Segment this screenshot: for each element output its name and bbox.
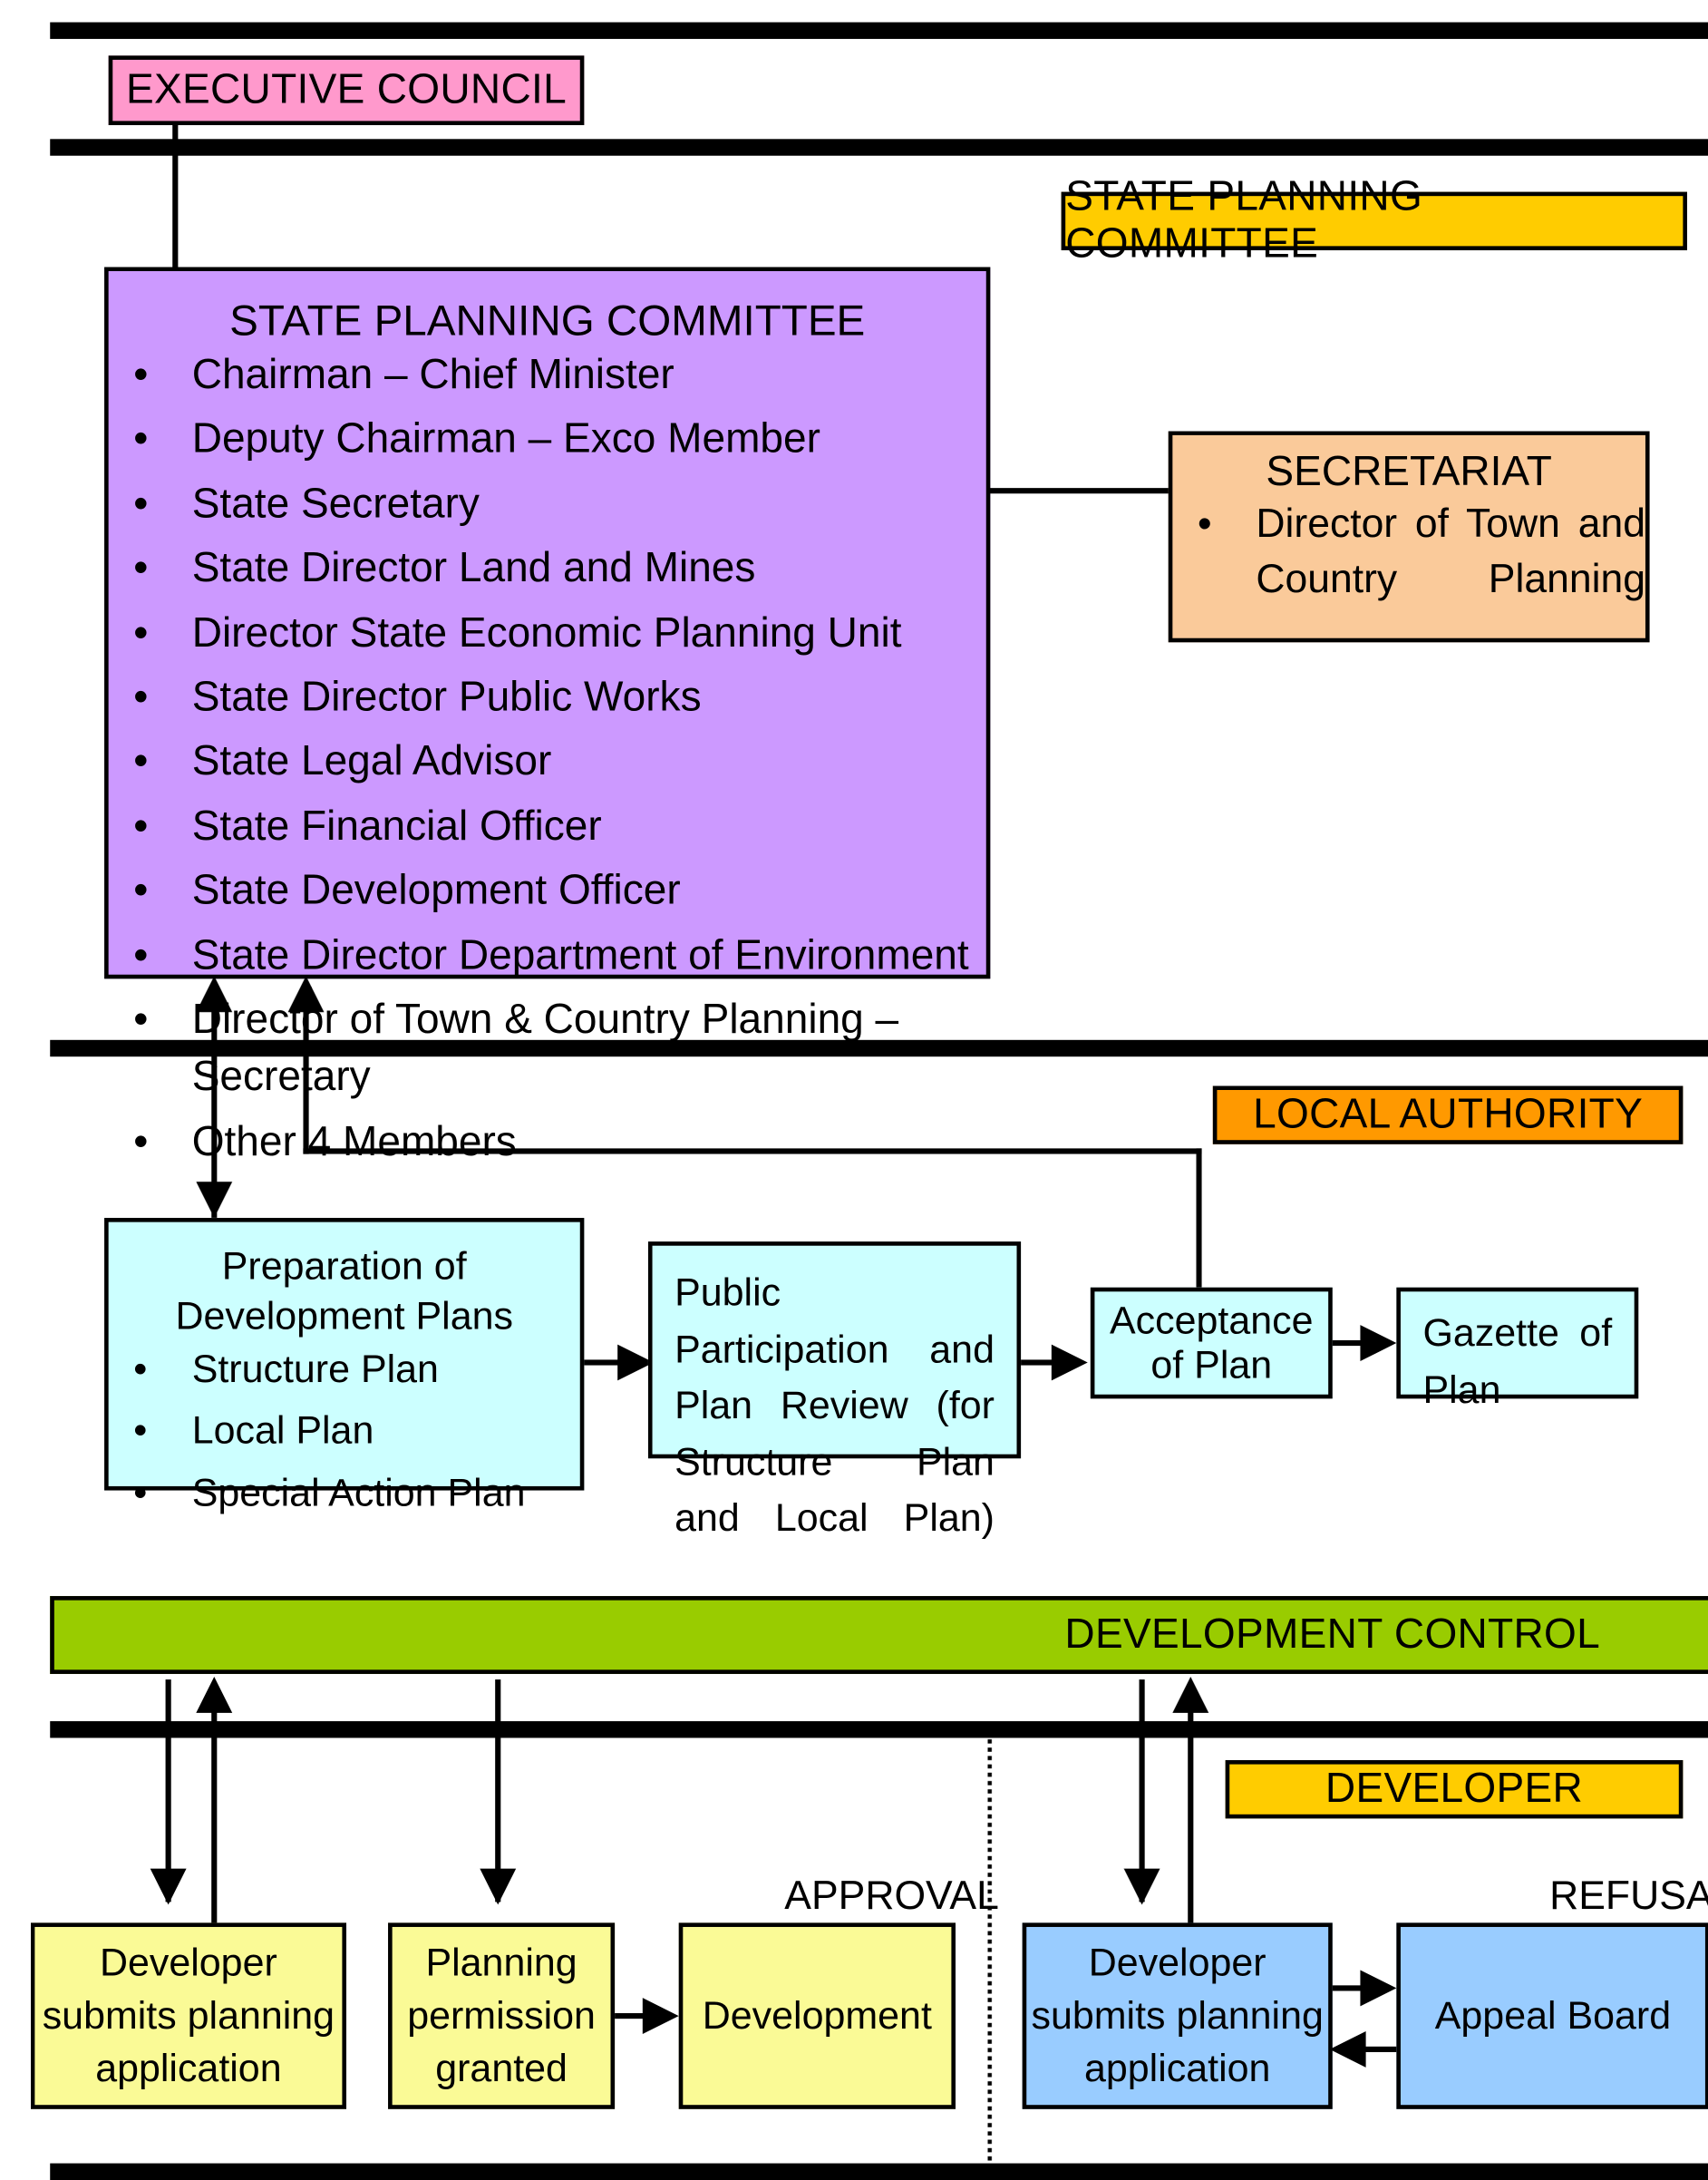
divider-top — [50, 22, 1708, 39]
development-box[interactable]: Development — [678, 1922, 956, 2109]
list-item: State Legal Advisor — [109, 734, 986, 792]
arrow-left-appeal-to-developer — [1329, 2030, 1366, 2068]
connector-exec-to-spc — [172, 124, 179, 271]
list-item: Structure Plan — [109, 1343, 580, 1397]
gazette-of-plan-box[interactable]: Gazette of Plan — [1396, 1287, 1639, 1411]
list-item: Local Plan — [109, 1405, 580, 1458]
arrow-right-permission-to-development — [642, 1998, 679, 2035]
connector-prep-to-spc-up — [211, 1009, 218, 1219]
list-item: State Director Department of Environment — [109, 927, 986, 985]
band-header-spc-label: STATE PLANNING COMMITTEE — [1065, 173, 1423, 268]
acceptance-of-plan-label: Acceptance of Plan — [1110, 1298, 1314, 1387]
connector-dc-down-permission — [495, 1679, 501, 1903]
band-header-development-control: DEVELOPMENT CONTROL — [50, 1596, 1708, 1674]
band-header-development-control-label: DEVELOPMENT CONTROL — [1064, 1611, 1601, 1658]
acceptance-of-plan-box[interactable]: Acceptance of Plan — [1090, 1287, 1333, 1399]
band-header-state-planning-committee: STATE PLANNING COMMITTEE — [1061, 174, 1687, 267]
band-header-developer-label: DEVELOPER — [1325, 1766, 1584, 1812]
refusal-caption: REFUSAL — [1549, 1874, 1708, 1921]
connector-prep-to-participation — [584, 1359, 624, 1366]
gazette-of-plan-text: Gazette of Plan — [1422, 1310, 1613, 1411]
band-header-developer: DEVELOPER — [1225, 1759, 1684, 1819]
planning-permission-granted-box[interactable]: Planning permission granted — [388, 1922, 616, 2109]
public-participation-box[interactable]: Public Participation and Plan Review (fo… — [647, 1241, 1022, 1540]
divider-spc-localauthority — [50, 1039, 1708, 1057]
connector-dc-down-left — [165, 1679, 171, 1903]
list-item: Deputy Chairman – Exco Member — [109, 411, 986, 469]
preparation-of-development-plans-box[interactable]: Preparation of Development Plans Structu… — [104, 1218, 585, 1520]
public-participation-text: Public Participation and Plan Review (fo… — [674, 1270, 995, 1540]
connector-dc-down-right — [1139, 1679, 1145, 1903]
arrow-down-dc-to-permission — [480, 1868, 517, 1905]
secretariat-box[interactable]: SECRETARIAT Director of Town and Country… — [1168, 431, 1650, 643]
list-item: State Director Public Works — [109, 668, 986, 726]
arrow-right-prep-to-participation — [617, 1344, 655, 1381]
arrow-up-developer-approval-to-dc — [196, 1676, 233, 1713]
secretariat-title: SECRETARIAT — [1266, 449, 1552, 495]
list-item: State Financial Officer — [109, 798, 986, 856]
connector-spc-horizontal-segment — [303, 1148, 1202, 1154]
secretariat-item-text: Director of Town and Country Planning — [1256, 501, 1645, 602]
developer-submits-approval-box[interactable]: Developer submits planning application — [30, 1922, 347, 2109]
preparation-item-list: Structure Plan Local Plan Special Action… — [109, 1343, 580, 1521]
approval-caption: APPROVAL — [784, 1874, 999, 1921]
spc-title: STATE PLANNING COMMITTEE — [229, 296, 866, 345]
appeal-board-label: Appeal Board — [1434, 1993, 1672, 2038]
refusal-caption-label: REFUSAL — [1549, 1873, 1708, 1919]
state-planning-committee-box[interactable]: STATE PLANNING COMMITTEE Chairman – Chie… — [104, 267, 991, 1172]
connector-spc-down-segment — [303, 1009, 309, 1154]
connector-acceptance-to-gazette — [1332, 1339, 1366, 1347]
list-item: Director of Town and Country Planning — [1172, 496, 1645, 663]
arrow-right-acceptance-to-gazette — [1360, 1325, 1397, 1361]
band-header-local-authority: LOCAL AUTHORITY — [1212, 1085, 1684, 1144]
executive-council-label: EXECUTIVE COUNCIL — [125, 66, 568, 113]
connector-appeal-to-developer — [1363, 2046, 1397, 2052]
list-item: State Development Officer — [109, 862, 986, 920]
arrow-up-developer-refusal-to-dc — [1172, 1676, 1209, 1713]
arrow-down-dc-to-developer-refusal — [1123, 1868, 1160, 1905]
connector-dc-up-right — [1188, 1685, 1194, 1936]
list-item: Chairman – Chief Minister — [109, 346, 986, 404]
approval-caption-label: APPROVAL — [784, 1873, 999, 1919]
arrow-right-participation-to-acceptance — [1051, 1344, 1088, 1381]
arrow-right-developer-to-appeal — [1360, 1970, 1397, 2007]
connector-participation-to-acceptance — [1021, 1359, 1057, 1366]
list-item: Director of Town & Country Planning – Se… — [109, 991, 986, 1106]
arrow-up-prep-to-spc — [196, 976, 233, 1013]
appeal-board-box[interactable]: Appeal Board — [1396, 1922, 1708, 2109]
planning-permission-granted-label: Planning permission granted — [407, 1941, 596, 2090]
divider-exec-spc — [50, 139, 1708, 156]
secretariat-item-list: Director of Town and Country Planning — [1172, 496, 1645, 663]
connector-permission-to-development — [615, 2013, 648, 2019]
divider-development-control — [50, 1721, 1708, 1738]
developer-submits-refusal-label: Developer submits planning application — [1031, 1941, 1324, 2090]
arrow-up-acceptance-to-spc — [287, 976, 325, 1013]
divider-bottom — [50, 2163, 1708, 2180]
connector-spc-to-acceptance-down — [1196, 1148, 1202, 1288]
list-item: Director State Economic Planning Unit — [109, 604, 986, 662]
development-label: Development — [702, 1993, 932, 2038]
preparation-title: Preparation of Development Plans — [175, 1244, 513, 1338]
spc-member-list: Chairman – Chief Minister Deputy Chairma… — [109, 346, 986, 1172]
approval-refusal-separator — [987, 1729, 992, 2180]
band-header-local-authority-label: LOCAL AUTHORITY — [1253, 1091, 1644, 1138]
list-item: State Director Land and Mines — [109, 540, 986, 598]
connector-developer-to-appeal — [1332, 1985, 1366, 1991]
connector-dc-up-left — [211, 1685, 218, 1936]
list-item: Other 4 Members — [109, 1114, 986, 1172]
executive-council-box[interactable]: EXECUTIVE COUNCIL — [108, 55, 585, 125]
arrow-down-dc-to-developer-approval — [150, 1868, 187, 1905]
list-item: Special Action Plan — [109, 1467, 580, 1521]
connector-spc-to-secretariat — [987, 488, 1174, 494]
arrow-down-spc-to-prep — [196, 1182, 233, 1219]
developer-submits-approval-label: Developer submits planning application — [42, 1941, 335, 2090]
developer-submits-refusal-box[interactable]: Developer submits planning application — [1022, 1922, 1333, 2109]
list-item: State Secretary — [109, 475, 986, 533]
